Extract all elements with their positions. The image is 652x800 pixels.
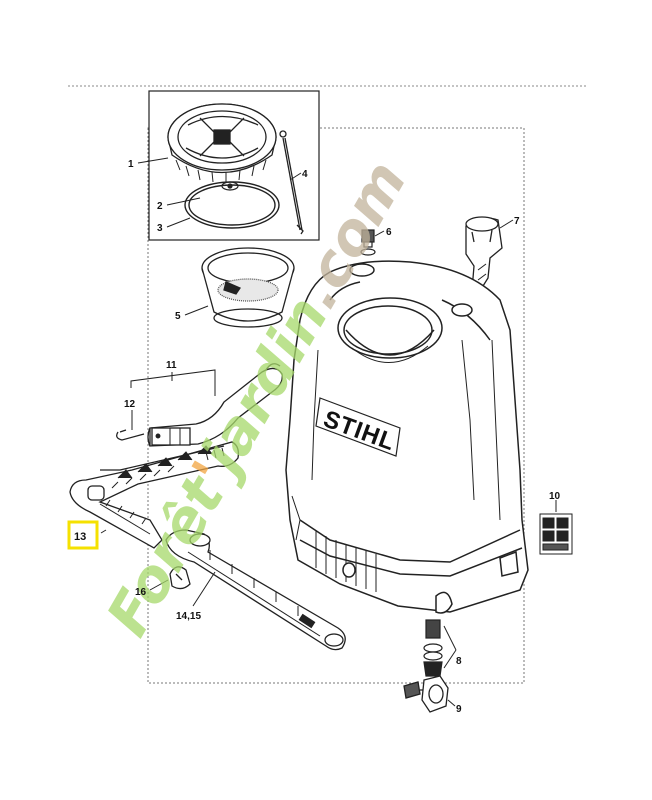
tether-cord-part (279, 130, 304, 235)
callout-12: 12 (124, 399, 136, 410)
callout-8: 8 (456, 656, 462, 667)
callout-13: 13 (74, 531, 86, 543)
callout-10: 10 (549, 491, 561, 502)
fitting-part (360, 229, 376, 256)
callout-5: 5 (175, 311, 181, 322)
valve-disc-part (221, 181, 239, 191)
retaining-pin-part (116, 429, 145, 441)
callout-11: 11 (166, 360, 177, 371)
leader-lines (100, 157, 557, 707)
highlight-box-13 (67, 520, 99, 550)
clip-part (169, 566, 191, 590)
callout-2: 2 (157, 201, 163, 212)
lid-part (167, 103, 277, 183)
hose-part (147, 363, 283, 447)
callout-4: 4 (302, 169, 308, 180)
callout-6: 6 (386, 227, 392, 238)
callout-14-15: 14,15 (176, 611, 201, 622)
warning-label-part (539, 513, 573, 555)
strap-bracket-part (69, 441, 240, 549)
strainer-part (201, 247, 295, 328)
lance-tube-part (165, 529, 346, 651)
nozzle-nut-part (403, 675, 449, 713)
callout-3: 3 (157, 223, 163, 234)
callout-1: 1 (128, 159, 134, 170)
callout-16: 16 (135, 587, 147, 598)
tank-body-part (285, 260, 529, 614)
seal-ring-part (184, 181, 280, 229)
callout-9: 9 (456, 704, 462, 715)
coupling-stack-part (423, 619, 443, 677)
assembly-frame (147, 127, 525, 684)
callout-7: 7 (514, 216, 520, 227)
